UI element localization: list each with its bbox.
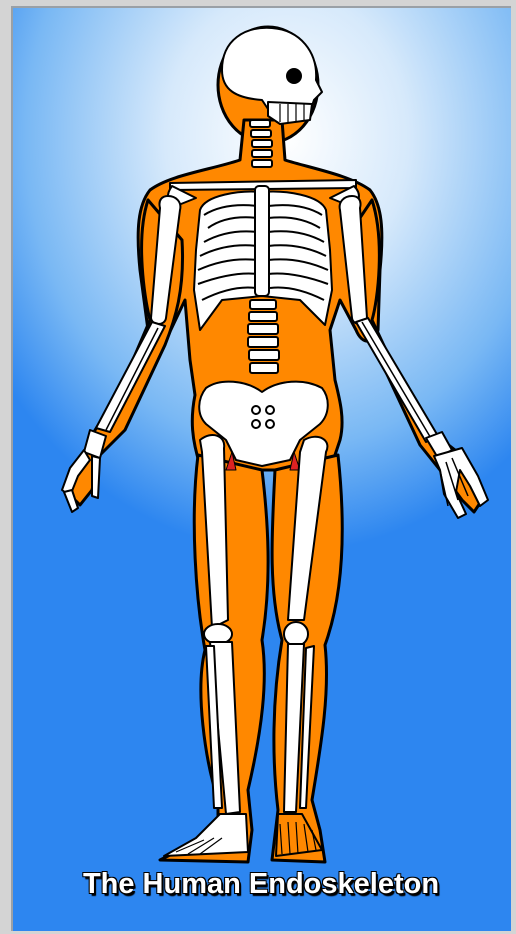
eye-socket xyxy=(286,68,302,84)
jaw xyxy=(268,102,312,124)
right-patella xyxy=(284,622,308,646)
diagram-caption: The Human Endoskeleton xyxy=(11,868,511,901)
right-hand xyxy=(426,432,488,518)
sternum xyxy=(255,186,269,296)
